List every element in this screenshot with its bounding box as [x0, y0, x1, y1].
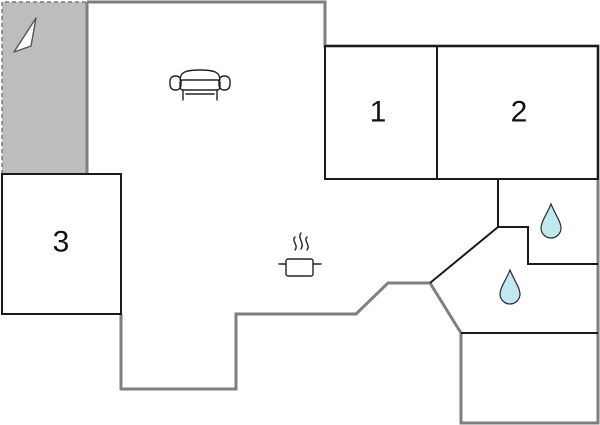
- room-label-3: 3: [53, 226, 70, 259]
- sofa-back: [179, 69, 221, 81]
- terrace: [1, 1, 104, 174]
- terrace-area: [2, 2, 87, 174]
- room-bedroom-1: 1: [324, 45, 438, 180]
- steam-lines: [293, 232, 309, 251]
- compass-arrow-icon: [13, 17, 37, 53]
- water-drop-icon: [540, 202, 562, 239]
- cooking-pot-icon: [278, 232, 322, 277]
- water-drop-icon: [499, 268, 521, 305]
- sofa-left-arm: [169, 75, 182, 91]
- outer-wall: [87, 0, 600, 425]
- diagonal-bathroom-wall: [429, 226, 499, 284]
- room-label-1: 1: [370, 96, 387, 129]
- room-label-2: 2: [511, 96, 528, 129]
- room-bedroom-3: 3: [1, 173, 122, 315]
- sofa-legs: [182, 89, 218, 101]
- sofa-seat: [179, 79, 221, 91]
- pot-body: [285, 258, 314, 277]
- bedroom-3-walls: [1, 173, 122, 315]
- sofa-icon: [169, 69, 231, 101]
- room-bedroom-2: 2: [436, 45, 599, 180]
- upper-bathroom-wall: [497, 179, 598, 265]
- bathroom-partitions: [429, 179, 598, 334]
- bedroom-2-walls: [436, 45, 599, 180]
- terrace-dashed-edge: [1, 1, 104, 174]
- sofa-right-arm: [218, 75, 231, 91]
